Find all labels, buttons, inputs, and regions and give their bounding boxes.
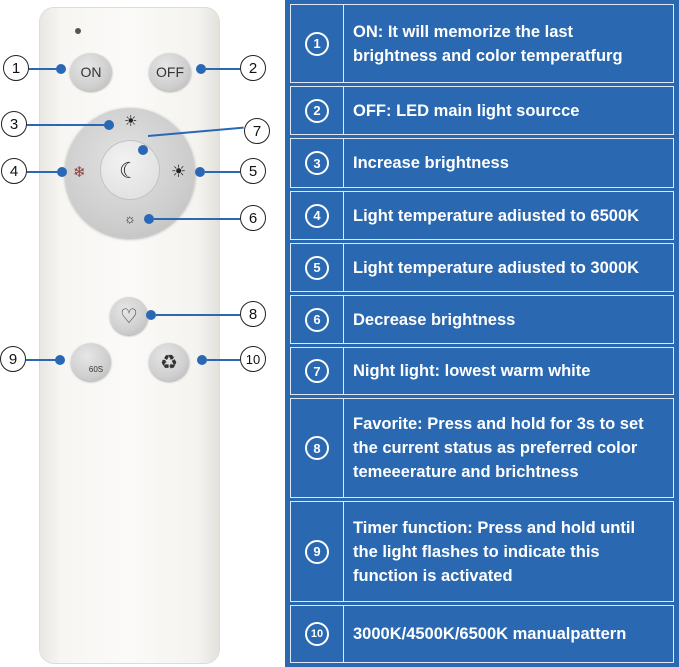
callout-5: 5 xyxy=(240,158,266,184)
dot-10 xyxy=(197,355,207,365)
legend-number-2: 2 xyxy=(305,98,329,123)
mode-button[interactable]: ♻ xyxy=(149,343,189,381)
leader-4 xyxy=(27,171,58,173)
legend-row-1: 1 ON: It will memorize the last brightne… xyxy=(290,4,674,83)
cool-light-icon[interactable]: ❄ xyxy=(73,164,86,181)
legend-row-3: 3 Increase brightness xyxy=(290,138,674,188)
ir-sensor xyxy=(75,28,81,34)
legend-number-4: 4 xyxy=(305,203,329,228)
legend-number-10: 10 xyxy=(305,622,329,646)
callout-7: 7 xyxy=(244,118,270,144)
legend-text-5: Light temperature adiusted to 3000K xyxy=(353,258,640,277)
dot-2 xyxy=(196,64,206,74)
legend-text-3: Increase brightness xyxy=(353,154,509,172)
legend-row-10: 10 3000K/4500K/6500K manualpattern xyxy=(290,605,674,663)
night-light-button[interactable] xyxy=(101,141,159,199)
leader-6 xyxy=(154,218,240,220)
dot-5 xyxy=(195,167,205,177)
dot-6 xyxy=(144,214,154,224)
on-button[interactable]: ON xyxy=(70,53,112,91)
dot-1 xyxy=(56,64,66,74)
brightness-down-icon[interactable]: ☼ xyxy=(124,211,136,226)
callout-10: 10 xyxy=(240,346,266,372)
leader-1 xyxy=(29,68,57,70)
legend-text-6: Decrease brightness xyxy=(353,310,516,329)
off-button[interactable]: OFF xyxy=(149,53,191,91)
off-button-label: OFF xyxy=(156,64,184,80)
callout-2: 2 xyxy=(240,55,266,81)
timer-label: 60S xyxy=(88,364,104,374)
mode-cycle-icon: ♻ xyxy=(160,351,178,374)
leader-2 xyxy=(206,68,240,70)
favorite-button[interactable]: ♡ xyxy=(110,297,148,335)
dot-8 xyxy=(146,310,156,320)
dot-7 xyxy=(138,145,148,155)
legend-text-8: Favorite: Press and hold for 3s to set t… xyxy=(353,415,644,481)
legend-row-4: 4 Light temperature adiusted to 6500K xyxy=(290,191,674,240)
legend-number-9: 9 xyxy=(305,539,329,564)
legend-number-8: 8 xyxy=(305,436,329,460)
dot-3 xyxy=(104,120,114,130)
legend-row-6: 6 Decrease brightness xyxy=(290,295,674,344)
callout-1: 1 xyxy=(3,55,29,81)
legend-text-10: 3000K/4500K/6500K manualpattern xyxy=(353,625,627,643)
dot-4 xyxy=(57,167,67,177)
brightness-up-icon[interactable]: ☀ xyxy=(124,113,138,130)
legend-row-8: 8 Favorite: Press and hold for 3s to set… xyxy=(290,398,674,498)
callout-9: 9 xyxy=(0,346,26,372)
leader-3 xyxy=(27,124,105,126)
legend-text-4: Light temperature adiusted to 6500K xyxy=(353,206,640,225)
legend-row-5: 5 Light temperature adiusted to 3000K xyxy=(290,243,674,292)
leader-5 xyxy=(205,171,240,173)
legend-text-2: OFF: LED main light sourcce xyxy=(353,101,580,120)
legend-row-9: 9 Timer function: Press and hold until t… xyxy=(290,501,674,602)
legend-number-7: 7 xyxy=(305,359,329,383)
legend-text-9: Timer function: Press and hold until the… xyxy=(353,518,636,585)
leader-10 xyxy=(207,359,240,361)
timer-button[interactable]: 60S xyxy=(71,343,111,381)
moon-icon: ☾ xyxy=(119,158,139,183)
heart-icon: ♡ xyxy=(120,305,138,328)
dot-9 xyxy=(55,355,65,365)
legend-text-7: Night light: lowest warm white xyxy=(353,362,591,380)
leader-9 xyxy=(26,359,56,361)
legend-number-6: 6 xyxy=(305,307,329,332)
legend-number-3: 3 xyxy=(305,151,329,175)
callout-6: 6 xyxy=(240,205,266,231)
warm-light-icon[interactable]: ☀ xyxy=(171,162,187,181)
remote-control xyxy=(40,8,219,663)
legend-row-2: 2 OFF: LED main light sourcce xyxy=(290,86,674,135)
legend-row-7: 7 Night light: lowest warm white xyxy=(290,347,674,395)
callout-4: 4 xyxy=(1,158,27,184)
on-button-label: ON xyxy=(80,64,102,80)
callout-8: 8 xyxy=(240,301,266,327)
legend-number-5: 5 xyxy=(305,255,329,280)
leader-8 xyxy=(156,314,240,316)
legend-text-1: ON: It will memorize the last brightness… xyxy=(353,22,623,65)
callout-3: 3 xyxy=(1,111,27,137)
legend-number-1: 1 xyxy=(305,31,329,56)
